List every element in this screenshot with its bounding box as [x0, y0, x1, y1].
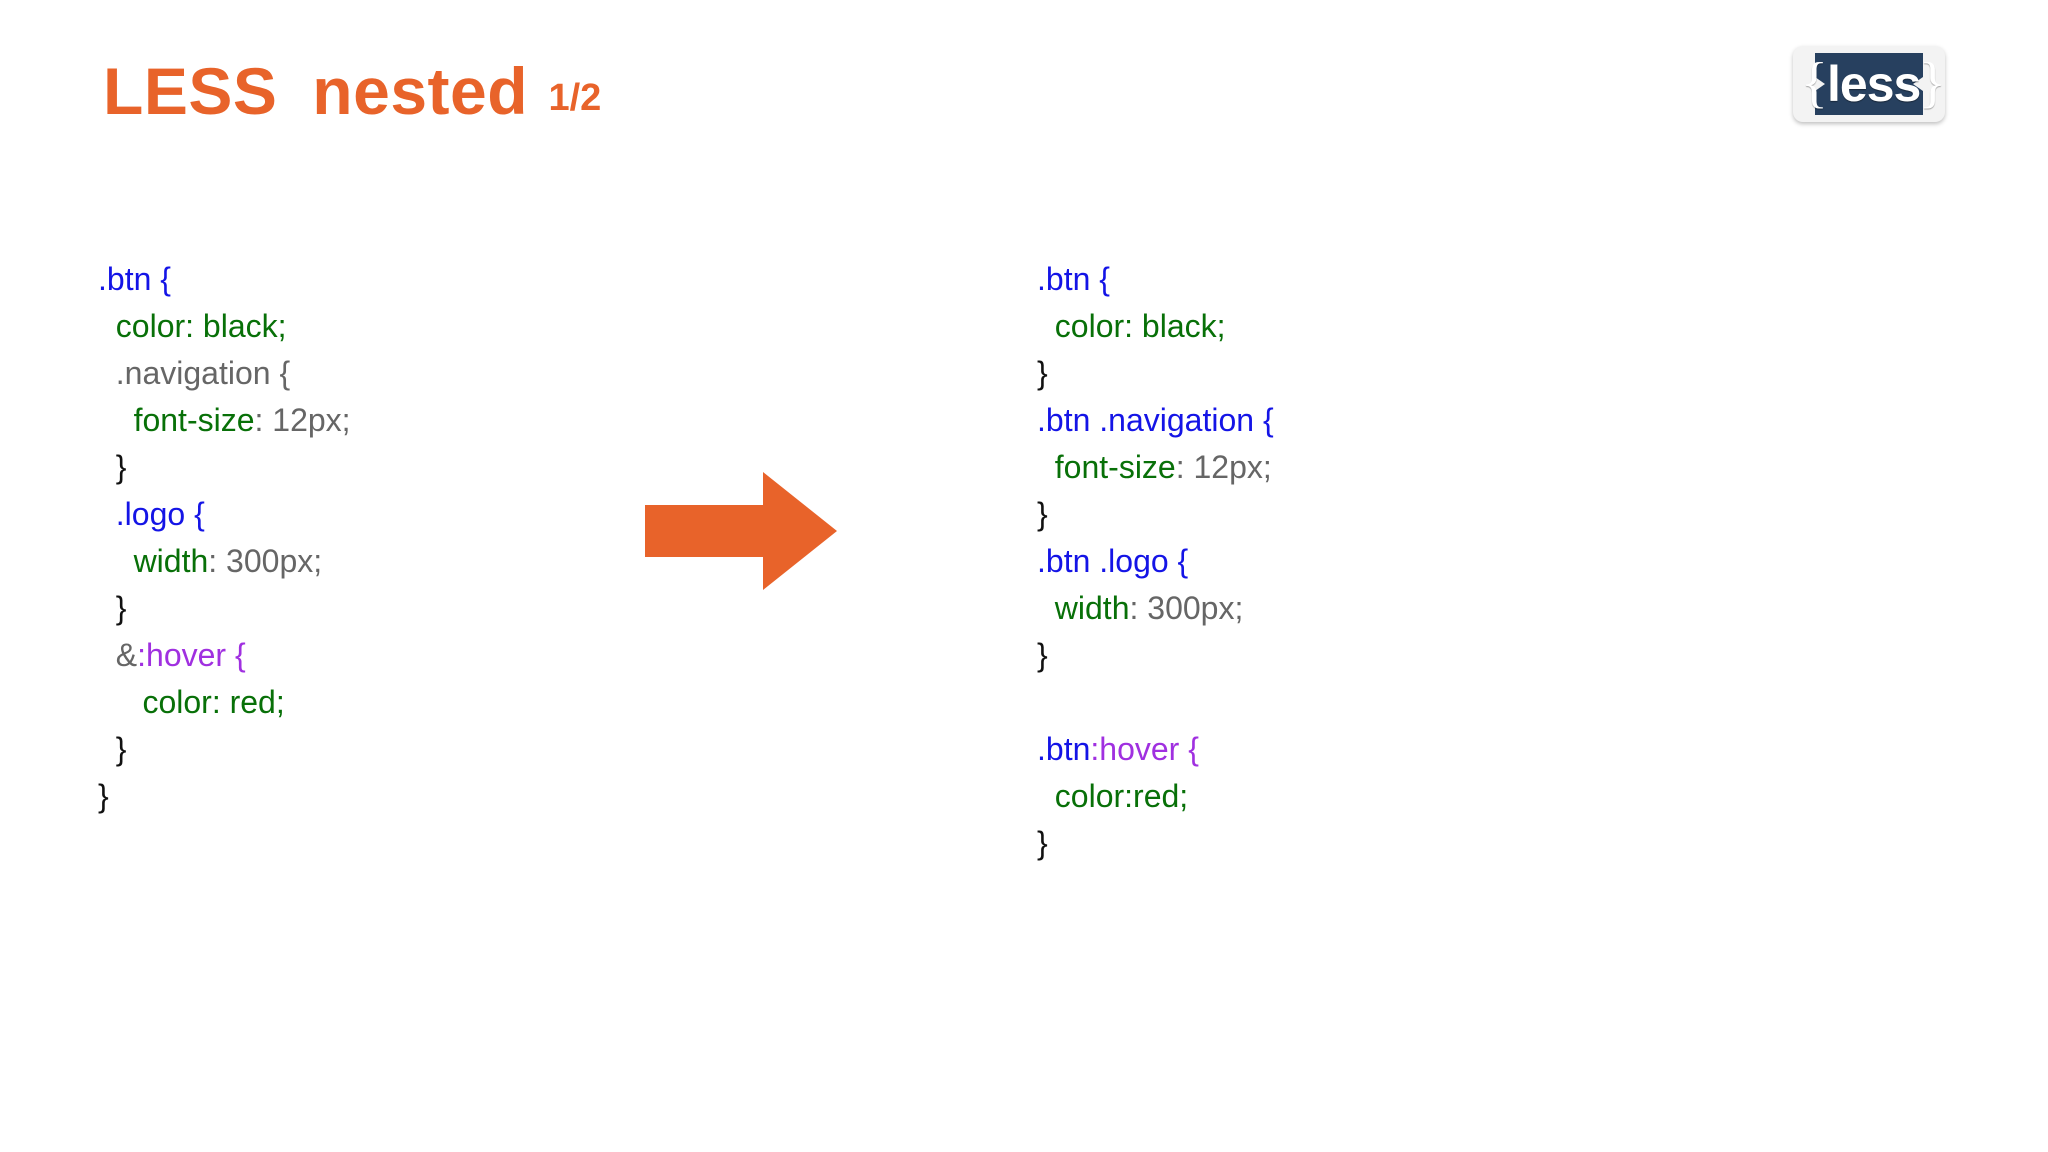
code-line: width: 300px; — [1037, 585, 1274, 632]
code-token: .btn — [1037, 731, 1091, 767]
code-token: } — [98, 778, 109, 814]
code-token: black; — [202, 308, 287, 344]
code-token: } — [115, 449, 127, 485]
code-line: font-size: 12px; — [1037, 444, 1274, 491]
logo-wordmark: less — [1827, 56, 1921, 112]
code-line: } — [98, 444, 351, 491]
code-token: } — [1037, 355, 1048, 391]
code-token: color — [1054, 308, 1125, 344]
code-token: & — [115, 637, 138, 673]
title-page-counter: 1/2 — [548, 77, 602, 119]
code-token: .btn .navigation { — [1037, 402, 1274, 438]
code-token — [98, 496, 116, 532]
code-token — [98, 543, 134, 579]
code-token — [98, 684, 142, 720]
code-line: font-size: 12px; — [98, 397, 351, 444]
code-token: } — [115, 590, 127, 626]
code-line: } — [98, 773, 351, 820]
page-title: LESS nested 1/2 — [103, 58, 601, 124]
code-line: .btn { — [1037, 256, 1274, 303]
code-token — [98, 637, 116, 673]
code-line: } — [1037, 820, 1274, 867]
code-block-css-output: .btn { color: black;}.btn .navigation { … — [1037, 256, 1274, 867]
code-line: .btn .logo { — [1037, 538, 1274, 585]
code-token: :hover { — [1090, 731, 1199, 767]
logo-notch-right-icon — [1913, 77, 1923, 91]
code-line: width: 300px; — [98, 538, 351, 585]
code-line: } — [98, 726, 351, 773]
code-token — [1037, 590, 1055, 626]
code-token — [98, 731, 116, 767]
code-token: } — [1037, 825, 1048, 861]
logo-inner-panel — [1815, 53, 1923, 115]
code-line: } — [1037, 632, 1274, 679]
code-token: : — [1175, 449, 1194, 485]
code-token: } — [115, 731, 127, 767]
code-line: .btn .navigation { — [1037, 397, 1274, 444]
code-token — [1037, 778, 1055, 814]
code-token: black; — [1141, 308, 1226, 344]
code-line: } — [98, 585, 351, 632]
code-token: font-size — [1054, 449, 1176, 485]
code-token: 300px; — [1147, 590, 1244, 626]
code-line: color:red; — [1037, 773, 1274, 820]
code-token: 12px; — [1193, 449, 1272, 485]
code-token: 12px; — [272, 402, 351, 438]
code-token: } — [1037, 637, 1048, 673]
code-token: .btn .logo { — [1037, 543, 1189, 579]
code-token: color:red; — [1054, 778, 1189, 814]
code-line — [1037, 679, 1274, 726]
code-token — [1037, 308, 1055, 344]
code-token: color — [115, 308, 186, 344]
logo-brace-left-icon: { — [1801, 52, 1828, 114]
code-token: : — [1124, 308, 1142, 344]
code-token: : — [254, 402, 273, 438]
code-line: &:hover { — [98, 632, 351, 679]
code-token: .btn { — [1037, 261, 1110, 297]
less-logo: { less } — [1793, 46, 1946, 122]
code-token: :hover { — [137, 637, 246, 673]
code-token — [98, 402, 134, 438]
code-token: width — [1054, 590, 1130, 626]
code-line: .navigation { — [98, 350, 351, 397]
code-token — [98, 449, 116, 485]
code-token: : — [1129, 590, 1148, 626]
right-arrow-icon — [645, 472, 837, 590]
code-token: .navigation { — [115, 355, 291, 391]
code-line: .btn { — [98, 256, 351, 303]
code-line: .logo { — [98, 491, 351, 538]
code-line: } — [1037, 350, 1274, 397]
logo-notch-left-icon — [1815, 77, 1825, 91]
title-word-less: LESS — [103, 54, 278, 128]
code-token: .btn { — [98, 261, 171, 297]
code-block-less-source: .btn { color: black; .navigation { font-… — [98, 256, 351, 820]
code-token: : — [208, 543, 227, 579]
code-token — [1037, 449, 1055, 485]
code-token: red; — [229, 684, 285, 720]
code-token: : — [185, 308, 203, 344]
code-token: width — [133, 543, 209, 579]
code-line: color: red; — [98, 679, 351, 726]
code-token: color — [142, 684, 212, 720]
code-line: color: black; — [1037, 303, 1274, 350]
code-line: .btn:hover { — [1037, 726, 1274, 773]
code-line: color: black; — [98, 303, 351, 350]
title-word-nested: nested — [312, 54, 529, 128]
code-token: .logo { — [115, 496, 205, 532]
code-token: : — [211, 684, 230, 720]
code-token — [98, 308, 116, 344]
code-line: } — [1037, 491, 1274, 538]
code-token — [98, 590, 116, 626]
code-token: 300px; — [226, 543, 323, 579]
code-token: } — [1037, 496, 1048, 532]
code-token: font-size — [133, 402, 255, 438]
logo-brace-right-icon: } — [1919, 52, 1946, 114]
code-token — [98, 355, 116, 391]
